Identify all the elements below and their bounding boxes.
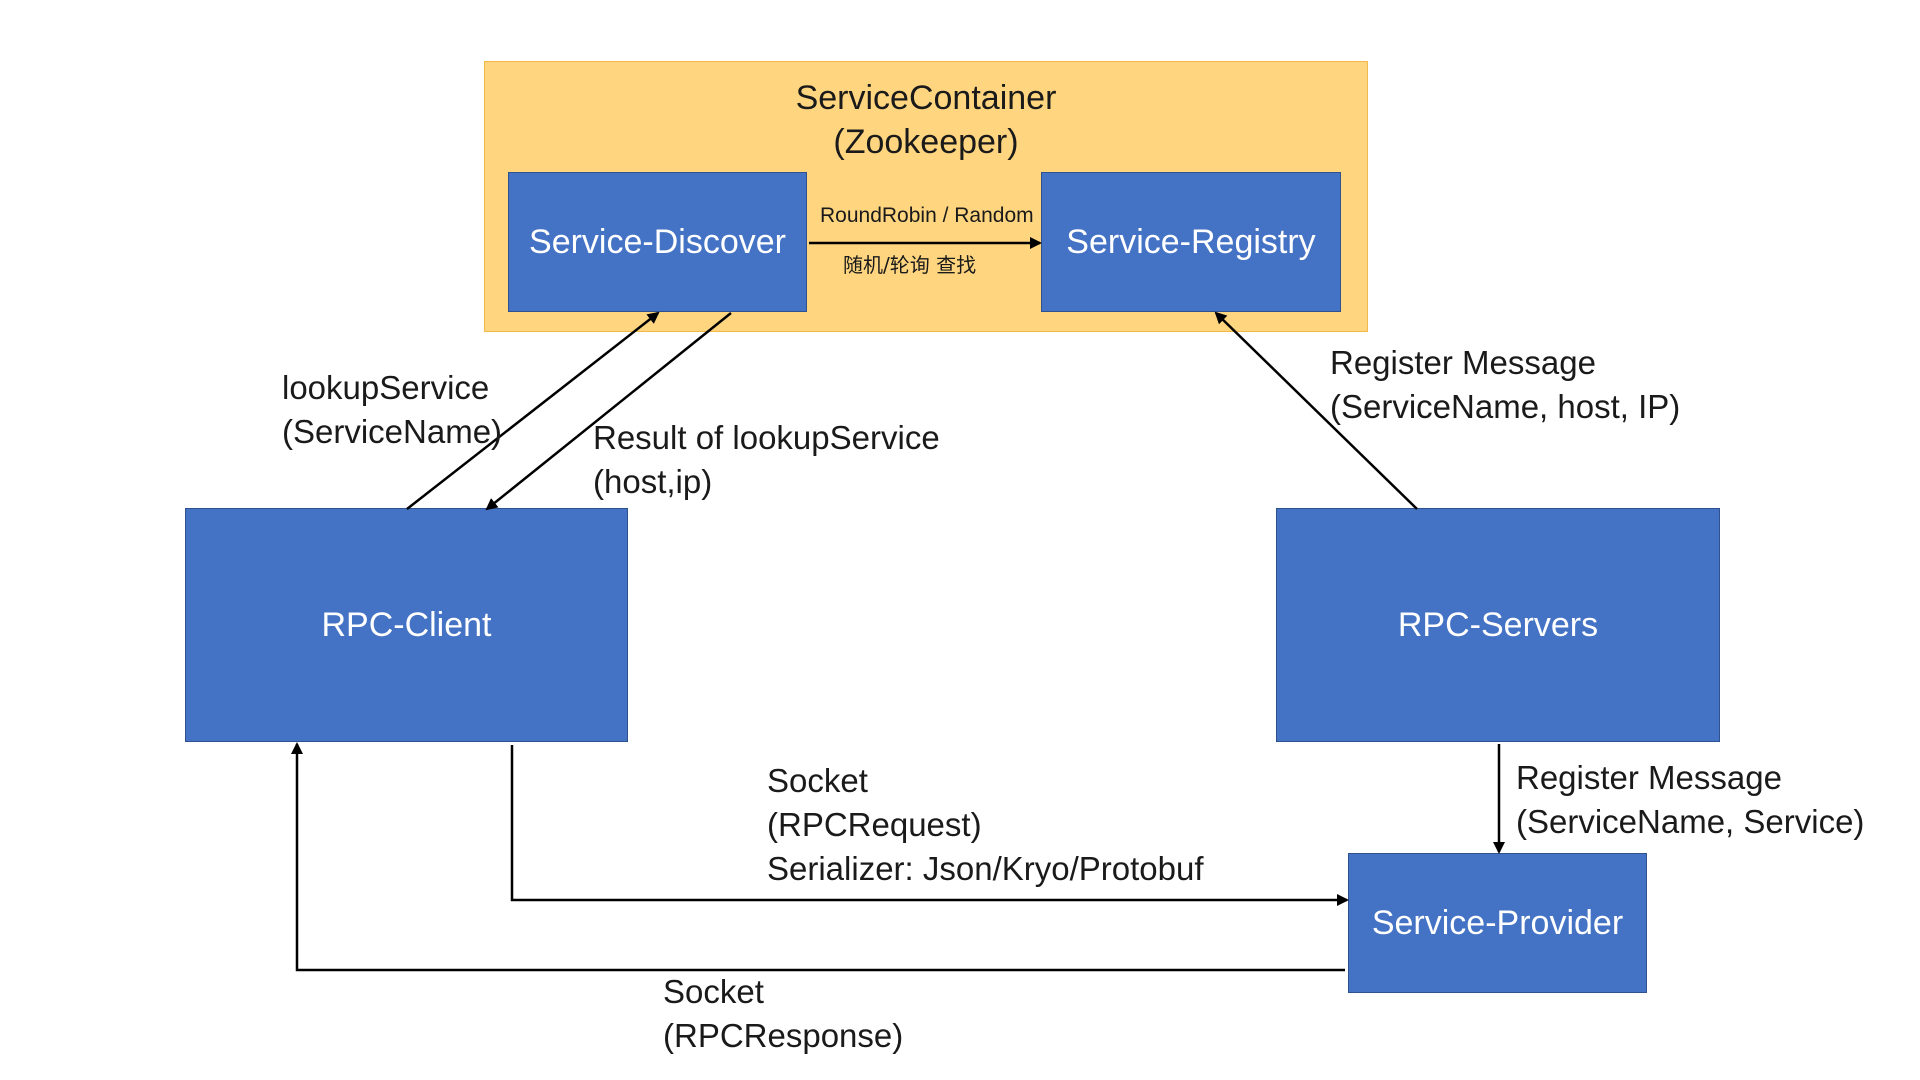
rpc-request-label-line3: Serializer: Json/Kryo/Protobuf [767, 850, 1204, 887]
rpc-request-label-line1: Socket [767, 762, 868, 799]
discover-to-registry-label-cn: 随机/轮询 查找 [843, 252, 976, 278]
discover-to-registry-label-line2: 随机/轮询 查找 [843, 253, 977, 277]
service-container-title: ServiceContainer (Zookeeper) [484, 76, 1368, 164]
rpc-request-label-line2: (RPCRequest) [767, 806, 982, 843]
rpc-request-label: Socket (RPCRequest) Serializer: Json/Kry… [767, 759, 1204, 891]
service-registry-node: Service-Registry [1041, 172, 1341, 312]
servers-to-registry-label: Register Message (ServiceName, host, IP) [1330, 341, 1680, 429]
servers-to-provider-label: Register Message (ServiceName, Service) [1516, 756, 1864, 844]
discover-to-registry-label-line1: RoundRobin / Random [820, 204, 1034, 227]
rpc-client-label: RPC-Client [321, 605, 492, 644]
lookup-result-label-line2: (host,ip) [593, 463, 713, 500]
servers-to-provider-label-line2: (ServiceName, Service) [1516, 803, 1865, 840]
rpc-servers-label: RPC-Servers [1397, 605, 1599, 644]
lookup-service-label-line2: (ServiceName) [282, 413, 503, 450]
lookup-service-label-line1: lookupService [282, 369, 490, 406]
rpc-servers-node: RPC-Servers [1276, 508, 1720, 742]
servers-to-provider-label-line1: Register Message [1516, 759, 1782, 796]
lookup-result-label-line1: Result of lookupService [593, 419, 940, 456]
service-registry-label: Service-Registry [1066, 222, 1316, 261]
lookup-service-label: lookupService (ServiceName) [282, 366, 502, 454]
discover-to-registry-label: RoundRobin / Random [820, 203, 1034, 229]
service-provider-node: Service-Provider [1348, 853, 1647, 993]
servers-to-registry-label-line1: Register Message [1330, 344, 1596, 381]
service-container-title-line2: (Zookeeper) [833, 123, 1019, 161]
service-discover-label: Service-Discover [529, 222, 786, 261]
rpc-client-node: RPC-Client [185, 508, 628, 742]
rpc-response-label-line1: Socket [663, 973, 764, 1010]
rpc-response-label: Socket (RPCResponse) [663, 970, 903, 1058]
rpc-response-label-line2: (RPCResponse) [663, 1017, 904, 1054]
service-container-title-line1: ServiceContainer [795, 79, 1057, 117]
service-discover-node: Service-Discover [508, 172, 807, 312]
servers-to-registry-label-line2: (ServiceName, host, IP) [1330, 388, 1681, 425]
lookup-result-label: Result of lookupService (host,ip) [593, 416, 940, 504]
service-provider-label: Service-Provider [1371, 903, 1624, 942]
